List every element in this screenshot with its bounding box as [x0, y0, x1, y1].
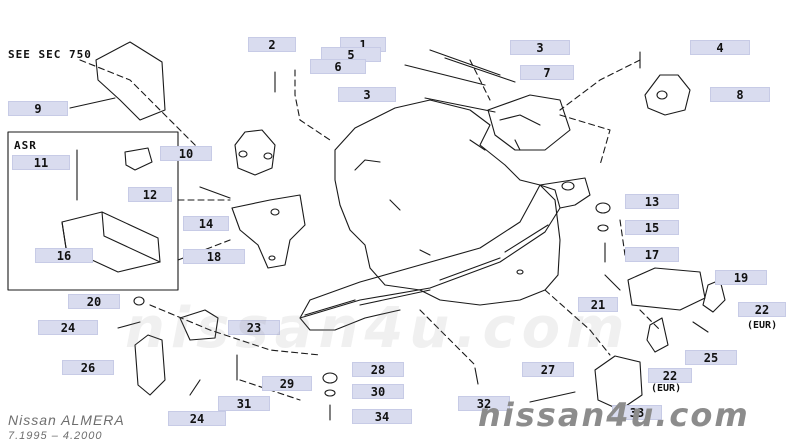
bracket-7 [487, 94, 571, 151]
mount-26 [134, 334, 166, 396]
asr-inset-frame [7, 131, 179, 291]
center-member [299, 177, 591, 331]
callout-11[interactable]: 11 [12, 155, 70, 170]
watermark-center: nissan4u.com [125, 296, 631, 361]
callout-21[interactable]: 21 [578, 297, 618, 312]
callout-27[interactable]: 27 [522, 362, 574, 377]
bushing-13 [595, 202, 611, 214]
callout-22b[interactable]: 22 [648, 368, 692, 383]
callout-28[interactable]: 28 [352, 362, 404, 377]
washer-30 [324, 389, 336, 397]
callout-10[interactable]: 10 [160, 146, 212, 161]
callout-6[interactable]: 6 [310, 59, 366, 74]
callout-3a[interactable]: 3 [510, 40, 570, 55]
bracket-23 [179, 309, 219, 341]
callout-9[interactable]: 9 [8, 101, 68, 116]
callout-33[interactable]: 33 [612, 405, 662, 420]
washer-15 [597, 224, 609, 232]
callout-30[interactable]: 30 [352, 384, 404, 399]
footer-model: Nissan ALMERA [8, 412, 125, 428]
callout-15[interactable]: 15 [625, 220, 679, 235]
bracket-12 [124, 147, 153, 171]
see-section-reference: SEE SEC 750 [8, 48, 92, 61]
callout-31[interactable]: 31 [218, 396, 270, 411]
callout-4[interactable]: 4 [690, 40, 750, 55]
callout-8[interactable]: 8 [710, 87, 770, 102]
callout-25[interactable]: 25 [685, 350, 737, 365]
asr-label: ASR [14, 139, 37, 152]
callout-14[interactable]: 14 [183, 216, 229, 231]
callout-17[interactable]: 17 [625, 247, 679, 262]
asr-module-16 [61, 211, 161, 273]
callout-22a[interactable]: 22 [738, 302, 786, 317]
mount-10 [234, 129, 276, 176]
watermark-corner: nissan4u.com [478, 396, 750, 434]
callout-29[interactable]: 29 [262, 376, 312, 391]
engine-block [334, 99, 561, 306]
callout-24b[interactable]: 24 [168, 411, 226, 426]
upper-left-bracket [95, 41, 166, 121]
mount-8 [644, 74, 691, 116]
callout-2[interactable]: 2 [248, 37, 296, 52]
callout-32[interactable]: 32 [458, 396, 510, 411]
callout-23[interactable]: 23 [228, 320, 280, 335]
assembly-lines [79, 59, 661, 401]
callout-12[interactable]: 12 [128, 187, 172, 202]
bracket-18 [231, 194, 306, 269]
callout-7[interactable]: 7 [520, 65, 574, 80]
callout-26[interactable]: 26 [62, 360, 114, 375]
footer-years: 7.1995 – 4.2000 [8, 430, 103, 442]
callout-19[interactable]: 19 [715, 270, 767, 285]
callout-20[interactable]: 20 [68, 294, 120, 309]
callout-13[interactable]: 13 [625, 194, 679, 209]
eur-label-22a: (EUR) [747, 320, 778, 331]
callout-34[interactable]: 34 [352, 409, 412, 424]
eur-label-22b: (EUR) [651, 383, 682, 394]
buffer-22-b [646, 317, 669, 353]
callout-18[interactable]: 18 [183, 249, 245, 264]
callout-16[interactable]: 16 [35, 248, 93, 263]
bushing-28 [322, 372, 338, 384]
callout-24a[interactable]: 24 [38, 320, 98, 335]
bracket-19 [627, 267, 706, 311]
callout-3b[interactable]: 3 [338, 87, 396, 102]
mount-33 [594, 355, 643, 411]
washer-20 [133, 296, 145, 306]
